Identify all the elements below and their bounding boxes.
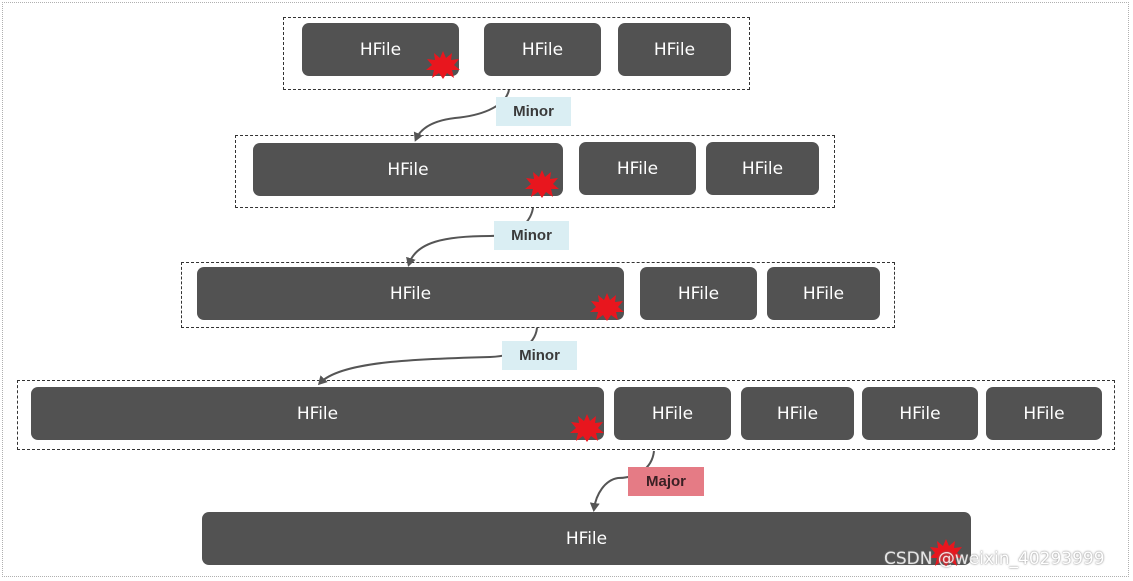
hfile-label: HFile bbox=[776, 403, 819, 424]
hfile-label: HFile bbox=[1023, 403, 1065, 424]
watermark: CSDN @weixin_40293999 bbox=[884, 549, 1105, 569]
hfile-label: HFile bbox=[389, 283, 432, 304]
hfile-label: HFile bbox=[653, 39, 696, 60]
level-4-hfile-5: HFile bbox=[986, 387, 1102, 440]
hfile-label: HFile bbox=[616, 158, 659, 179]
final-hfile: HFile bbox=[202, 512, 971, 565]
hfile-label: HFile bbox=[387, 159, 429, 180]
minor-compaction-tag-3: Minor bbox=[502, 341, 577, 370]
level-4-hfile-4: HFile bbox=[862, 387, 978, 440]
level-2-hfile-3: HFile bbox=[706, 142, 819, 195]
level-2-group bbox=[235, 135, 835, 208]
hfile-label: HFile bbox=[296, 403, 339, 424]
burst-icon bbox=[590, 293, 624, 321]
level-4-hfile-2: HFile bbox=[614, 387, 731, 440]
level-4-hfile-3: HFile bbox=[741, 387, 854, 440]
major-compaction-tag: Major bbox=[628, 467, 704, 496]
level-4-hfile-1: HFile bbox=[31, 387, 604, 440]
level-1-group bbox=[283, 17, 750, 90]
hfile-label: HFile bbox=[359, 39, 402, 60]
burst-icon bbox=[525, 170, 559, 198]
hfile-label: HFile bbox=[565, 528, 608, 549]
hfile-label: HFile bbox=[677, 283, 720, 304]
arrow-4 bbox=[589, 450, 655, 512]
level-1-hfile-3: HFile bbox=[618, 23, 731, 76]
hfile-label: HFile bbox=[651, 403, 694, 424]
burst-icon bbox=[570, 414, 604, 442]
level-3-group bbox=[181, 262, 895, 328]
hfile-label: HFile bbox=[741, 158, 784, 179]
minor-compaction-tag-2: Minor bbox=[494, 221, 569, 250]
level-2-hfile-2: HFile bbox=[579, 142, 696, 195]
burst-icon bbox=[929, 539, 963, 567]
level-3-hfile-3: HFile bbox=[767, 267, 880, 320]
level-3-hfile-2: HFile bbox=[640, 267, 757, 320]
level-2-hfile-1: HFile bbox=[253, 143, 563, 196]
hfile-label: HFile bbox=[521, 39, 564, 60]
level-4-group bbox=[17, 380, 1115, 450]
hfile-label: HFile bbox=[899, 403, 941, 424]
minor-compaction-tag-1: Minor bbox=[496, 97, 571, 126]
level-1-hfile-2: HFile bbox=[484, 23, 601, 76]
burst-icon bbox=[426, 51, 460, 79]
hfile-label: HFile bbox=[802, 283, 845, 304]
level-3-hfile-1: HFile bbox=[197, 267, 624, 320]
